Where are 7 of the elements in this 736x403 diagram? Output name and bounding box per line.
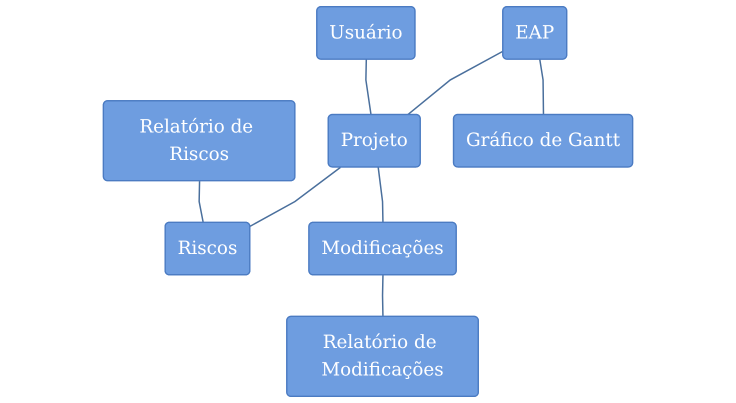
connector <box>539 59 544 115</box>
connector <box>382 275 384 317</box>
connector <box>250 166 341 227</box>
connector <box>198 181 204 223</box>
connector <box>377 167 384 223</box>
connector <box>407 50 504 116</box>
connector <box>365 60 372 116</box>
